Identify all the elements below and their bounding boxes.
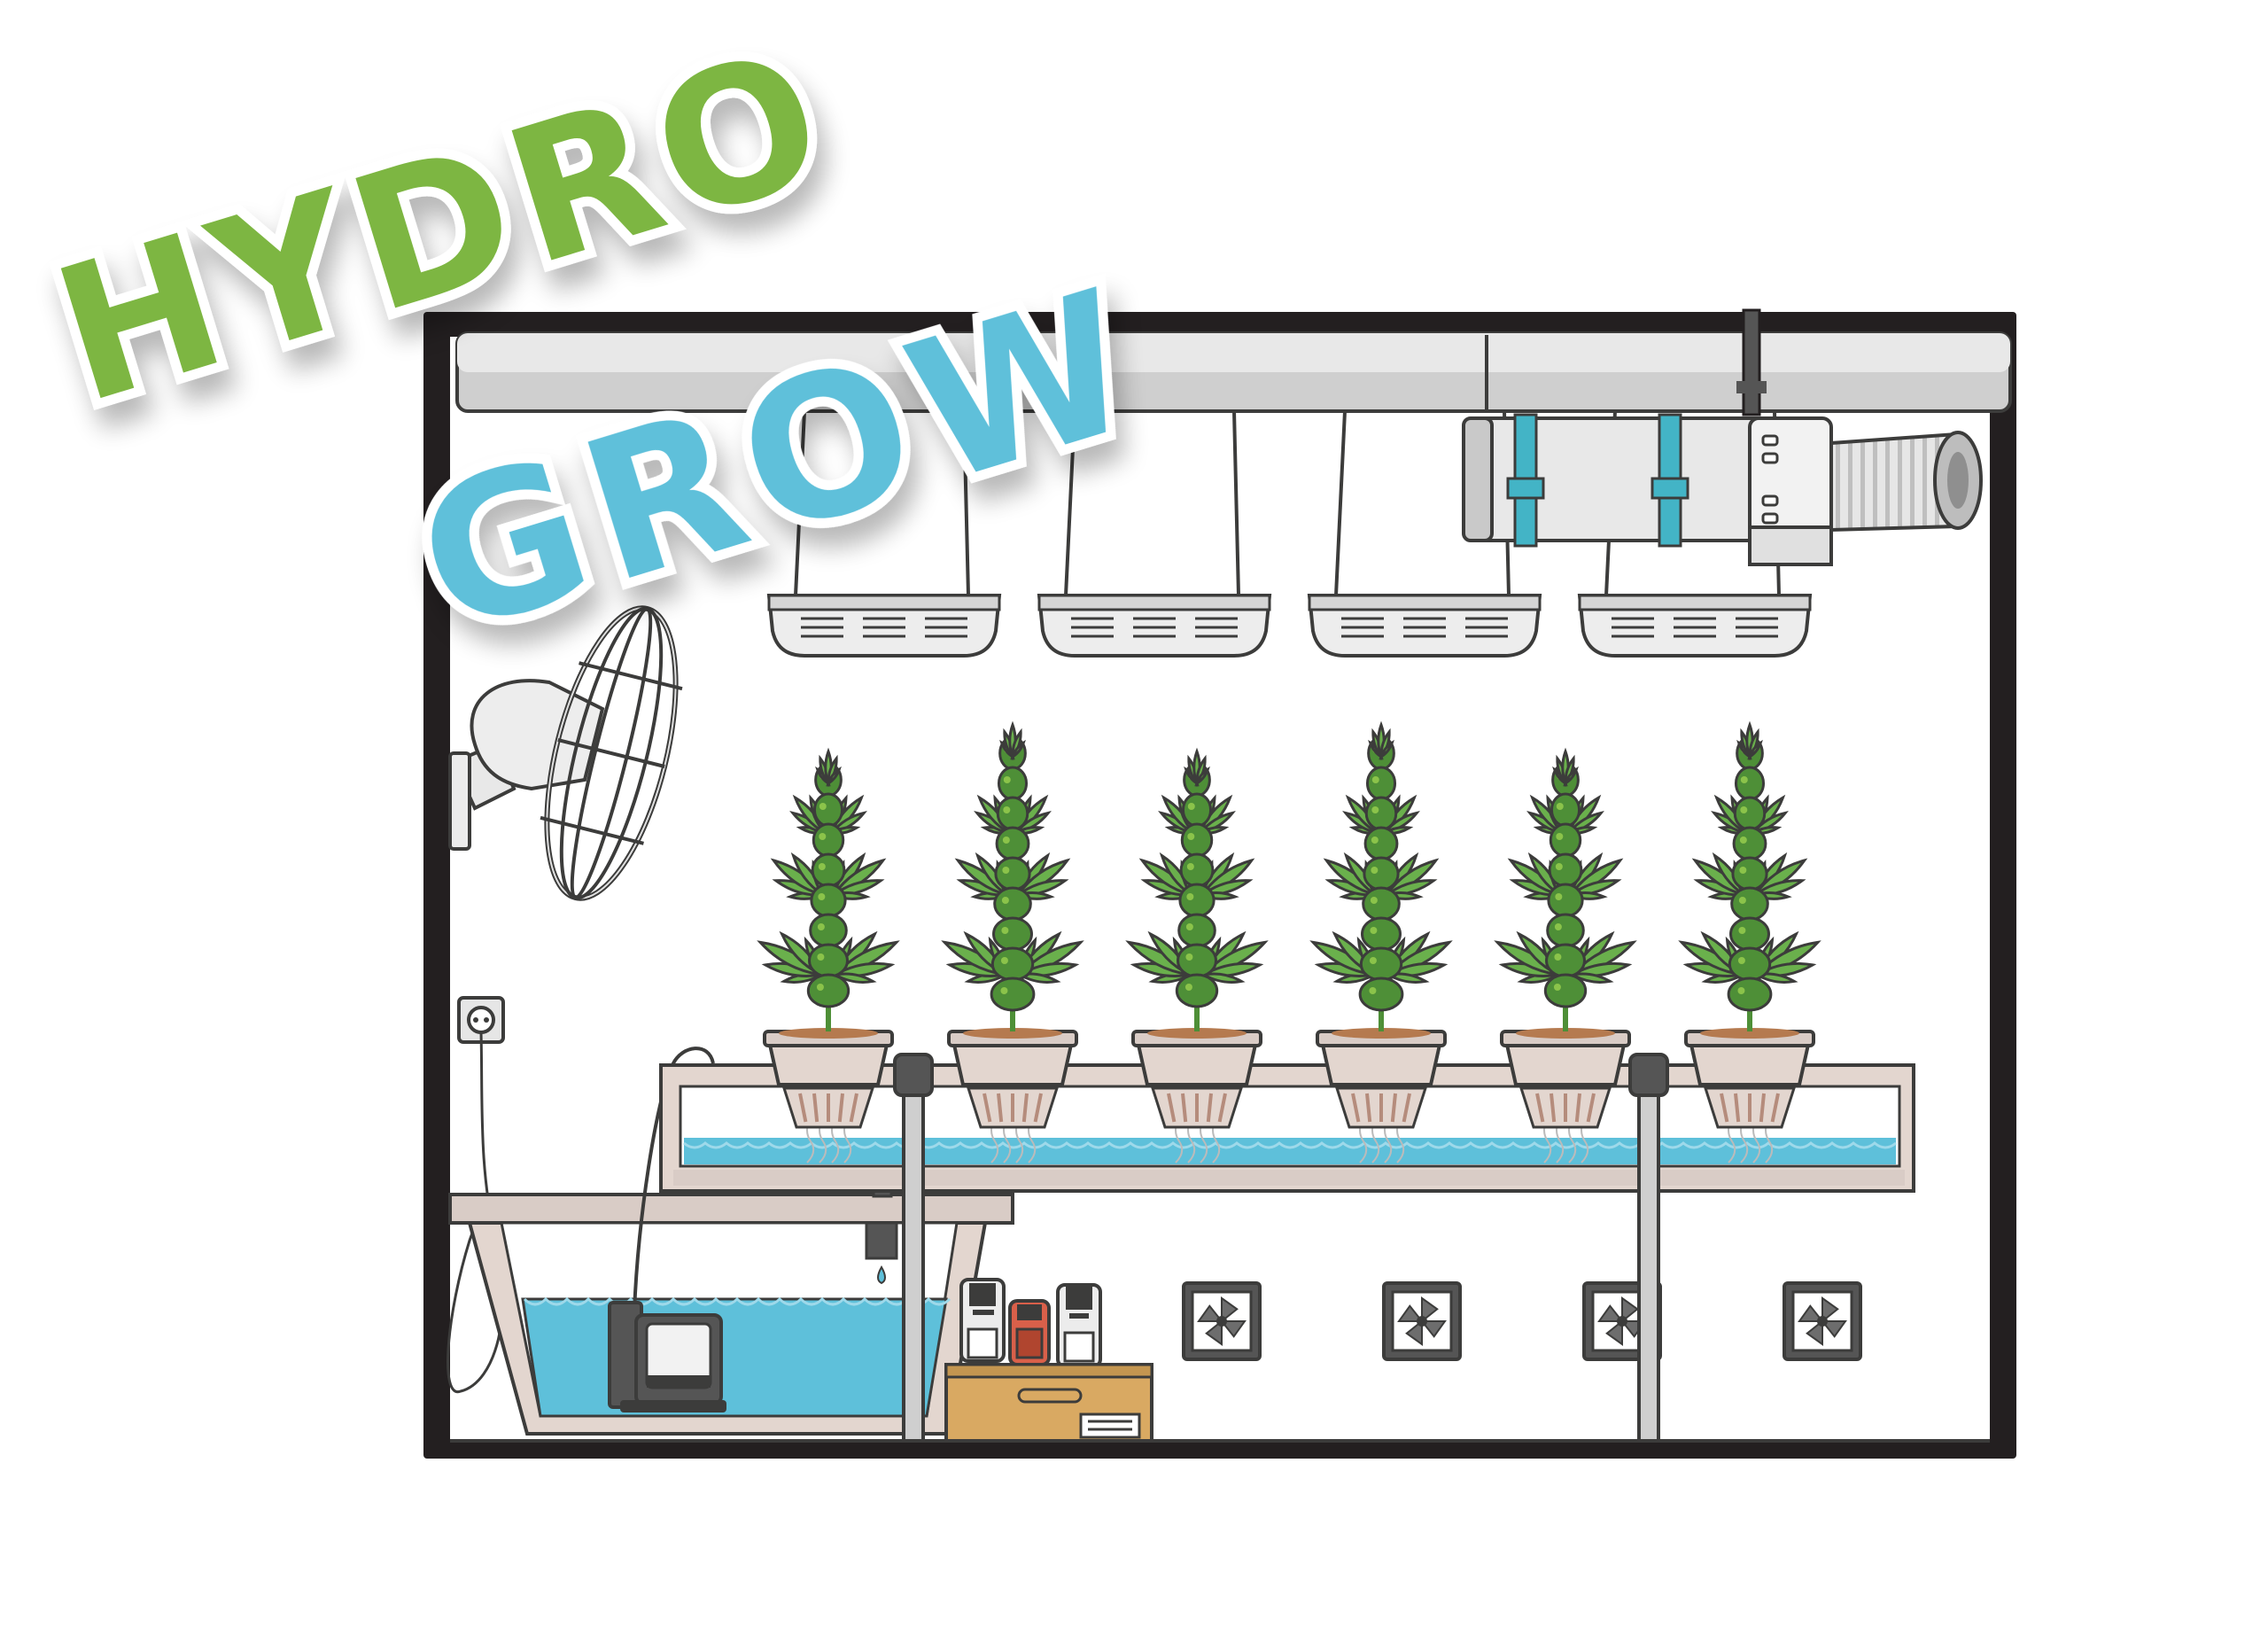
reservoir-water [523,1299,946,1416]
bottle-icon [1058,1285,1100,1366]
channel-water [684,1138,1896,1164]
vent-fan-icon [1184,1283,1260,1359]
vent-fan-icon [1384,1283,1460,1359]
reservoir [450,1152,1013,1434]
hanger-strap [1744,310,1759,415]
bottle-icon [1010,1301,1049,1365]
bottle-icon [961,1280,1004,1361]
vent-fan-icon [1784,1283,1860,1359]
